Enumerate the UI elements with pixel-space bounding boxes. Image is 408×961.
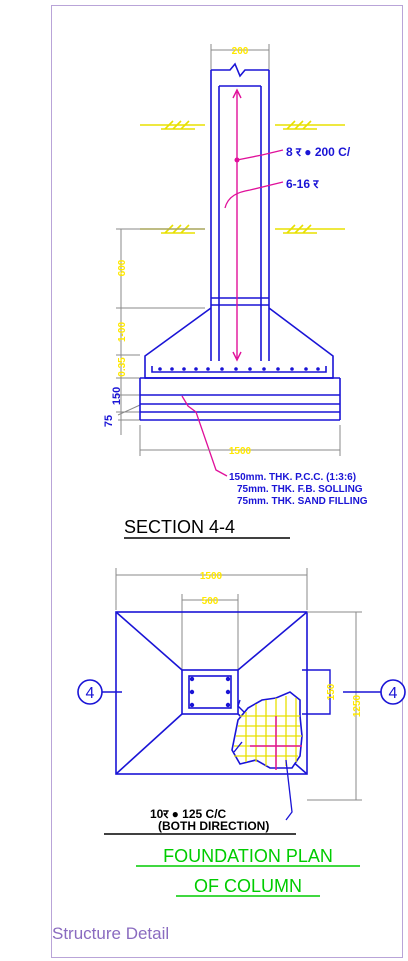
plan-column-bars — [189, 676, 231, 708]
section-title: SECTION 4-4 — [124, 517, 235, 537]
plan-title-line1: FOUNDATION PLAN — [163, 846, 333, 866]
base-width-dimension — [139, 425, 341, 456]
side-dimension — [307, 611, 362, 801]
break-line — [211, 62, 269, 78]
mesh-cutout — [231, 691, 303, 770]
base-label: 0.35 — [117, 357, 128, 377]
section-view: 200 — [103, 44, 368, 539]
column-width-dimension — [210, 44, 270, 70]
depth-label: 600 — [117, 259, 128, 276]
plan-view: 1500 500 — [77, 568, 406, 897]
plan-title-line2: OF COLUMN — [194, 876, 302, 896]
main-bar-leader — [224, 181, 284, 209]
section-marker-right: 4 — [343, 679, 406, 705]
mid-dim-label: 150 — [326, 683, 337, 700]
notes-leader — [181, 395, 228, 477]
stirrup-leader — [236, 149, 284, 161]
base-width-label: 1500 — [229, 446, 252, 457]
reinf-leader — [285, 759, 293, 821]
plan-column-rebar — [188, 675, 232, 709]
ground-line-upper — [140, 120, 345, 130]
reinf-label: 10र ● 125 C/C — [150, 807, 227, 821]
column-width-label: 200 — [232, 46, 249, 57]
footing-outline — [139, 307, 341, 421]
stirrup-label: 8 र ● 200 C/ — [286, 145, 351, 159]
section-marker-right-label: 4 — [389, 685, 398, 702]
sand-thickness-label: 75 — [103, 415, 115, 427]
drawing-frame — [51, 5, 403, 958]
section-marker-left: 4 — [77, 679, 122, 705]
note-sand: 75mm. THK. SAND FILLING — [237, 496, 368, 507]
column-outline — [210, 70, 270, 361]
section-marker-left-label: 4 — [86, 685, 95, 702]
main-bar-label: 6-16 र — [286, 177, 319, 191]
rebar-dots — [158, 367, 320, 371]
footing-rebar — [151, 366, 327, 373]
plan-column-label: 500 — [202, 596, 219, 607]
note-solling: 75mm. THK. F.B. SOLLING — [237, 484, 363, 495]
note-pcc: 150mm. THK. P.C.C. (1:3:6) — [229, 472, 356, 483]
main-rebar — [232, 88, 242, 362]
mid-dimension — [302, 669, 331, 715]
plan-width-label: 1500 — [200, 571, 223, 582]
caption: Structure Detail — [52, 924, 170, 943]
reinf-note: (BOTH DIRECTION) — [158, 819, 269, 833]
side-dim-label: 1250 — [352, 694, 363, 717]
left-vertical-dimension — [116, 228, 205, 435]
pcc-thickness-label: 150 — [111, 387, 123, 405]
sand-leader — [117, 404, 141, 421]
plan-column-dimension — [181, 594, 239, 670]
plan-width-dimension — [115, 568, 308, 610]
slope-label: 1-00 — [117, 322, 128, 342]
